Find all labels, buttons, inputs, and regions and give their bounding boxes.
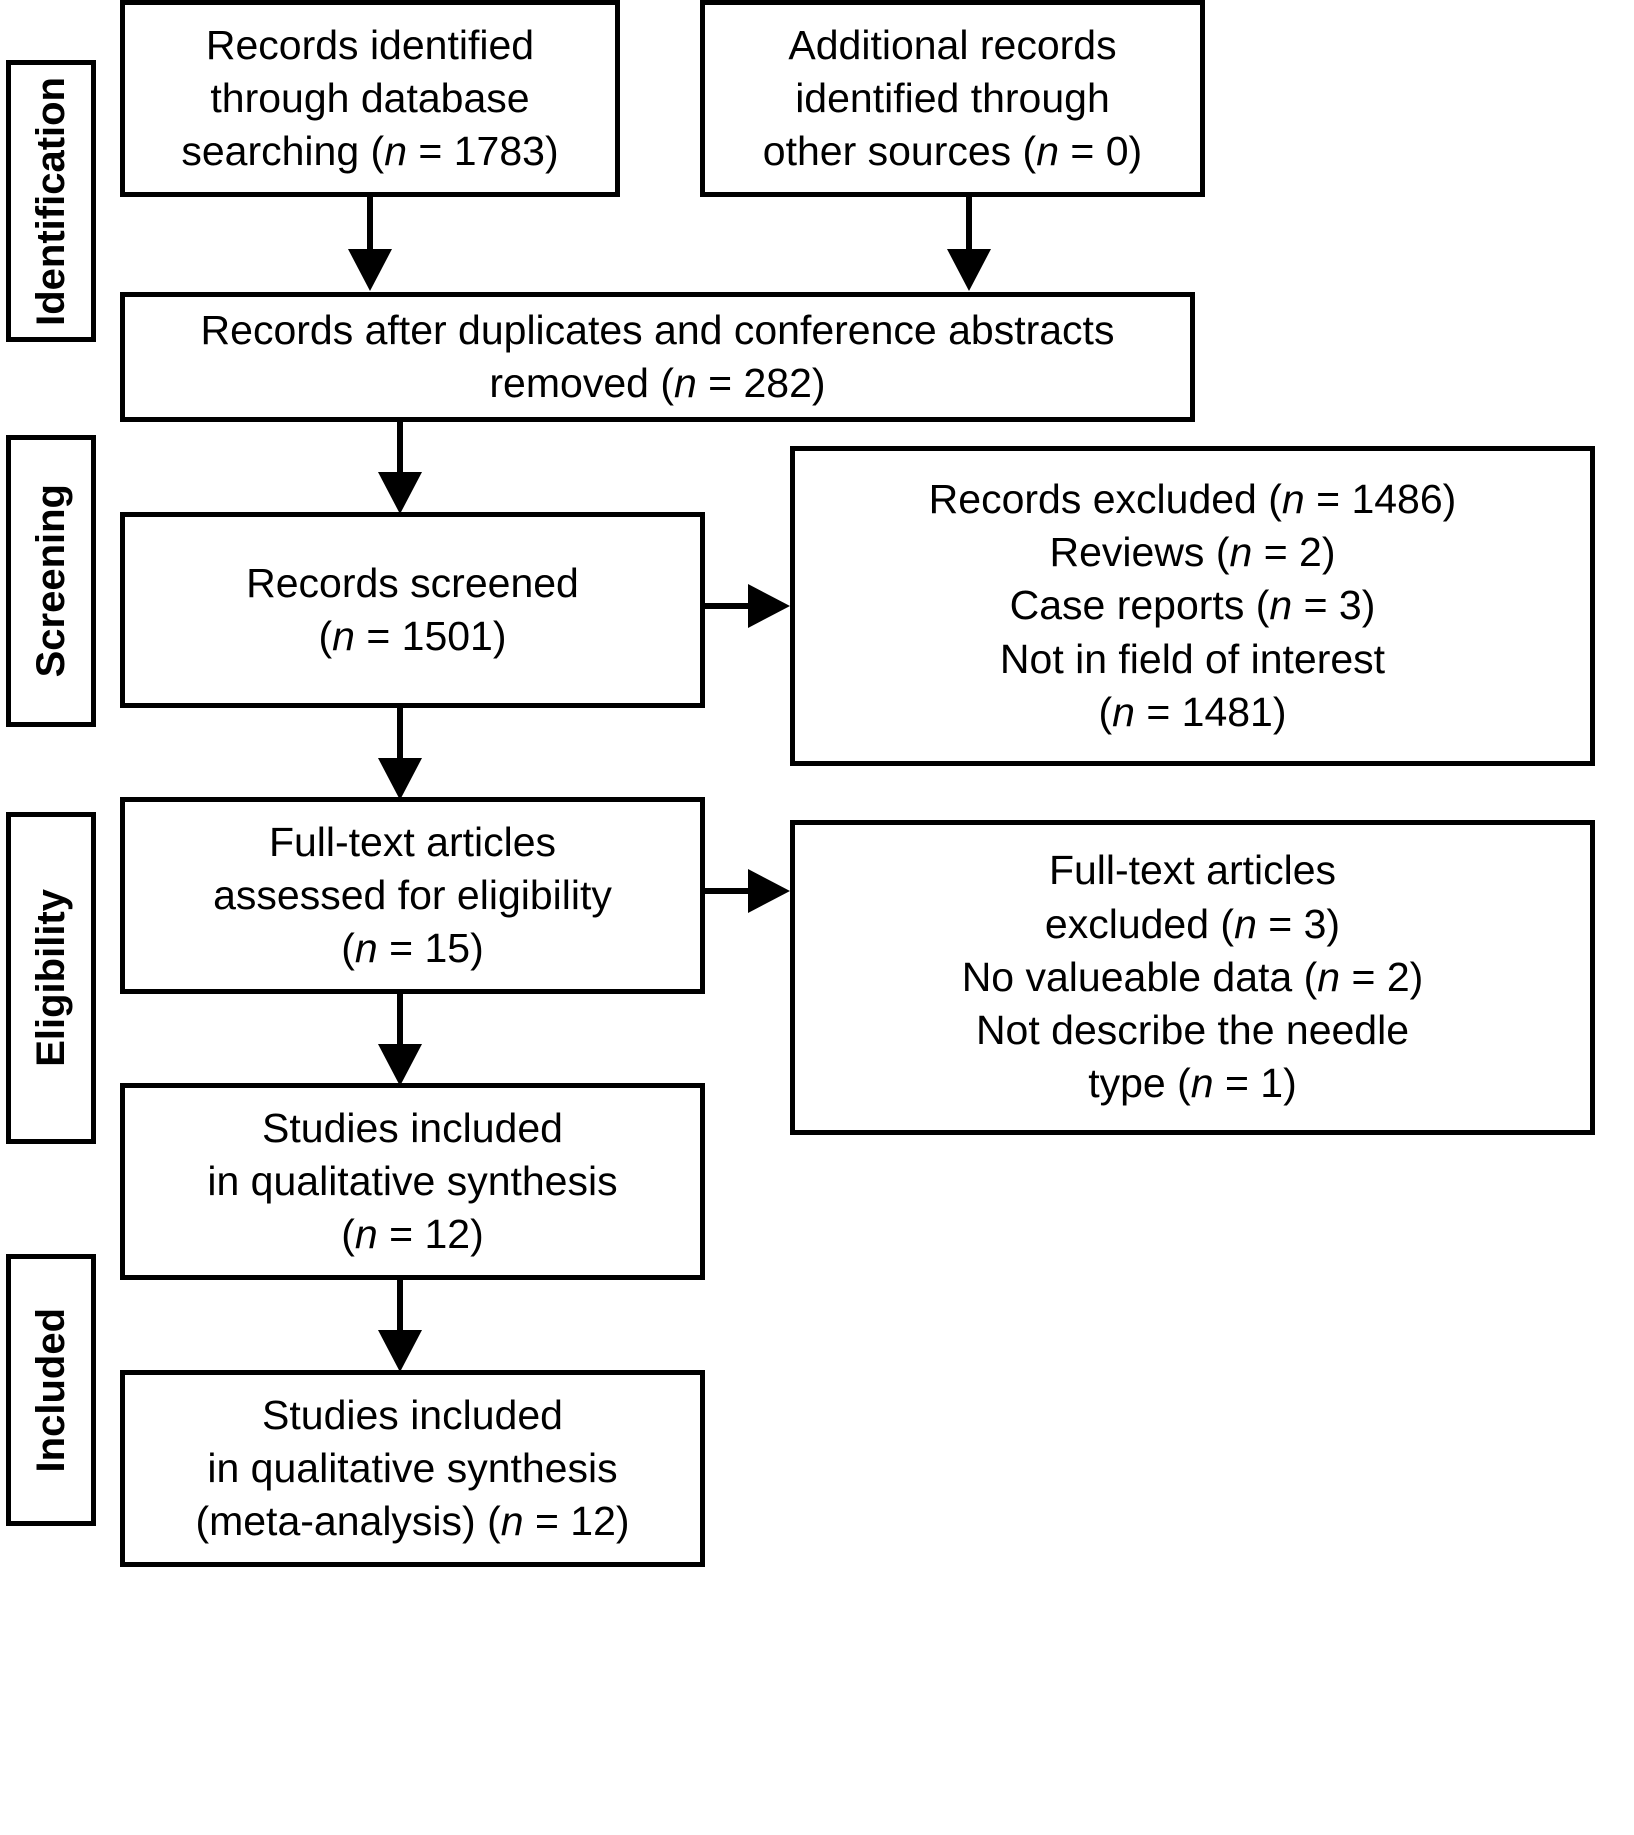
- stage-label-screening: Screening: [6, 435, 96, 727]
- stage-label-identification-text: Identification: [29, 76, 73, 326]
- arrow-screened-to-excluded: [748, 584, 790, 628]
- box-records-screened-text: Records screened (n = 1501): [246, 559, 579, 659]
- box-additional-records: Additional records identified through ot…: [700, 0, 1205, 197]
- box-after-duplicates-text: Records after duplicates and conference …: [200, 306, 1115, 406]
- arrow-qualitative-to-meta: [378, 1330, 422, 1372]
- arrow-screened-to-fulltext: [378, 758, 422, 800]
- box-fulltext-excluded: Full-text articles excluded (n = 3) No v…: [790, 820, 1595, 1135]
- box-records-screened: Records screened (n = 1501): [120, 512, 705, 708]
- box-qualitative-synthesis-text: Studies included in qualitative synthesi…: [207, 1104, 618, 1258]
- box-records-excluded: Records excluded (n = 1486) Reviews (n =…: [790, 446, 1595, 766]
- box-additional-records-text: Additional records identified through ot…: [762, 21, 1143, 175]
- connector-screened-to-excluded: [705, 603, 755, 609]
- connector-fulltext-to-excluded: [705, 888, 755, 894]
- arrow-fulltext-to-qualitative: [378, 1044, 422, 1086]
- box-records-identified-text: Records identified through database sear…: [181, 21, 559, 175]
- arrow-additional-to-dedup: [947, 249, 991, 291]
- connector-additional-to-dedup: [966, 197, 972, 257]
- box-records-identified: Records identified through database sear…: [120, 0, 620, 197]
- arrow-fulltext-to-excluded: [748, 869, 790, 913]
- stage-label-identification: Identification: [6, 60, 96, 342]
- arrow-dedup-to-screened: [378, 472, 422, 514]
- stage-label-included: Included: [6, 1254, 96, 1526]
- stage-label-included-text: Included: [29, 1307, 73, 1473]
- box-after-duplicates: Records after duplicates and conference …: [120, 292, 1195, 422]
- box-meta-analysis: Studies included in qualitative synthesi…: [120, 1370, 705, 1567]
- connector-fulltext-to-qualitative: [397, 994, 403, 1052]
- box-records-excluded-text: Records excluded (n = 1486) Reviews (n =…: [928, 475, 1457, 735]
- box-fulltext-assessed-text: Full-text articles assessed for eligibil…: [213, 818, 612, 972]
- stage-label-eligibility-text: Eligibility: [29, 889, 73, 1067]
- box-fulltext-excluded-text: Full-text articles excluded (n = 3) No v…: [961, 847, 1424, 1107]
- connector-identified-to-dedup: [367, 197, 373, 257]
- connector-qualitative-to-meta: [397, 1280, 403, 1338]
- stage-label-eligibility: Eligibility: [6, 812, 96, 1144]
- box-qualitative-synthesis: Studies included in qualitative synthesi…: [120, 1083, 705, 1280]
- connector-screened-to-fulltext: [397, 708, 403, 766]
- box-meta-analysis-text: Studies included in qualitative synthesi…: [195, 1391, 630, 1545]
- connector-dedup-to-screened: [397, 422, 403, 480]
- stage-label-screening-text: Screening: [29, 484, 73, 678]
- arrow-identified-to-dedup: [348, 249, 392, 291]
- box-fulltext-assessed: Full-text articles assessed for eligibil…: [120, 797, 705, 994]
